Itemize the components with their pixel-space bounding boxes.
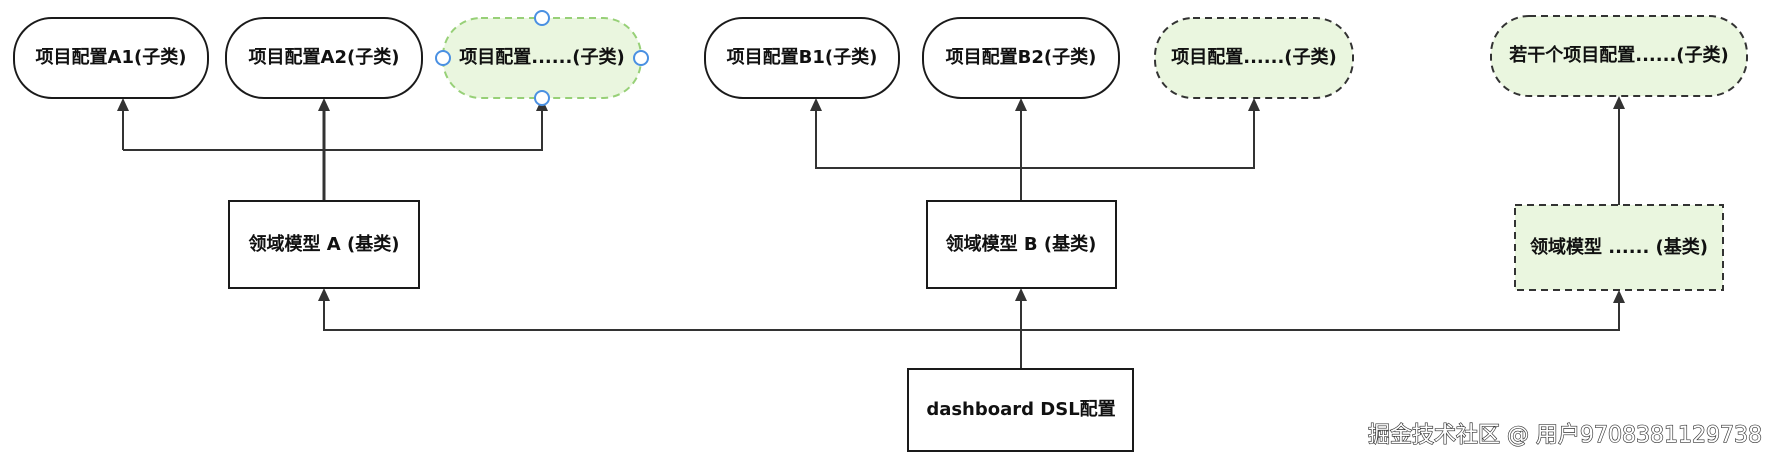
watermark: 掘金技术社区 @ 用户9708381129738 xyxy=(1368,423,1762,448)
connectors-group-b xyxy=(810,98,1260,201)
node-config-b-more-label: 项目配置......(子类) xyxy=(1171,46,1336,68)
node-config-a1[interactable]: 项目配置A1(子类) xyxy=(13,17,209,99)
connectors-group-more xyxy=(1613,96,1625,205)
arrowhead-b1 xyxy=(810,98,822,111)
resize-handle-bottom[interactable] xyxy=(534,90,550,106)
node-config-a2-label: 项目配置A2(子类) xyxy=(249,46,400,68)
node-model-a[interactable]: 领域模型 A (基类) xyxy=(228,200,420,289)
arrowhead-model-a xyxy=(318,288,330,301)
node-config-more-more[interactable]: 若干个项目配置......(子类) xyxy=(1490,15,1748,97)
node-config-a2[interactable]: 项目配置A2(子类) xyxy=(225,17,423,99)
connectors-root xyxy=(318,288,1625,369)
connectors-group-a xyxy=(117,98,548,201)
node-config-a-more-label: 项目配置......(子类) xyxy=(459,46,624,68)
resize-handle-top[interactable] xyxy=(534,10,550,26)
node-model-b-label: 领域模型 B (基类) xyxy=(946,233,1097,255)
node-config-b1-label: 项目配置B1(子类) xyxy=(727,46,878,68)
node-model-more[interactable]: 领域模型 ...... (基类) xyxy=(1514,204,1724,291)
node-config-b1[interactable]: 项目配置B1(子类) xyxy=(704,17,900,99)
node-config-b2[interactable]: 项目配置B2(子类) xyxy=(922,17,1120,99)
node-model-b[interactable]: 领域模型 B (基类) xyxy=(926,200,1117,289)
arrowhead-b-more xyxy=(1248,98,1260,111)
node-config-b-more[interactable]: 项目配置......(子类) xyxy=(1154,17,1354,99)
arrowhead-a2 xyxy=(318,98,330,111)
node-model-more-label: 领域模型 ...... (基类) xyxy=(1530,236,1708,258)
edge-model-b-to-b-more xyxy=(1021,110,1255,169)
edge-root-to-model-a xyxy=(323,300,1021,331)
node-config-more-more-label: 若干个项目配置......(子类) xyxy=(1508,44,1728,66)
node-config-a1-label: 项目配置A1(子类) xyxy=(36,46,187,68)
node-config-a-more[interactable]: 项目配置......(子类) xyxy=(435,10,649,106)
node-config-b2-label: 项目配置B2(子类) xyxy=(946,46,1097,68)
edge-model-b-to-b1 xyxy=(815,110,1022,201)
edge-root-to-model-more xyxy=(1021,302,1620,331)
resize-handle-right[interactable] xyxy=(633,50,649,66)
arrowhead-model-b xyxy=(1015,288,1027,301)
edge-model-a-to-a-more xyxy=(324,110,543,151)
arrowhead-more-more xyxy=(1613,96,1625,109)
node-root-dsl-label: dashboard DSL配置 xyxy=(926,399,1115,420)
node-root-dsl[interactable]: dashboard DSL配置 xyxy=(907,368,1134,452)
arrowhead-b2 xyxy=(1015,98,1027,111)
edge-model-a-to-a1 xyxy=(122,110,324,151)
arrowhead-model-more xyxy=(1613,290,1625,303)
arrowhead-a1 xyxy=(117,98,129,111)
node-model-a-label: 领域模型 A (基类) xyxy=(249,233,400,255)
resize-handle-left[interactable] xyxy=(435,50,451,66)
